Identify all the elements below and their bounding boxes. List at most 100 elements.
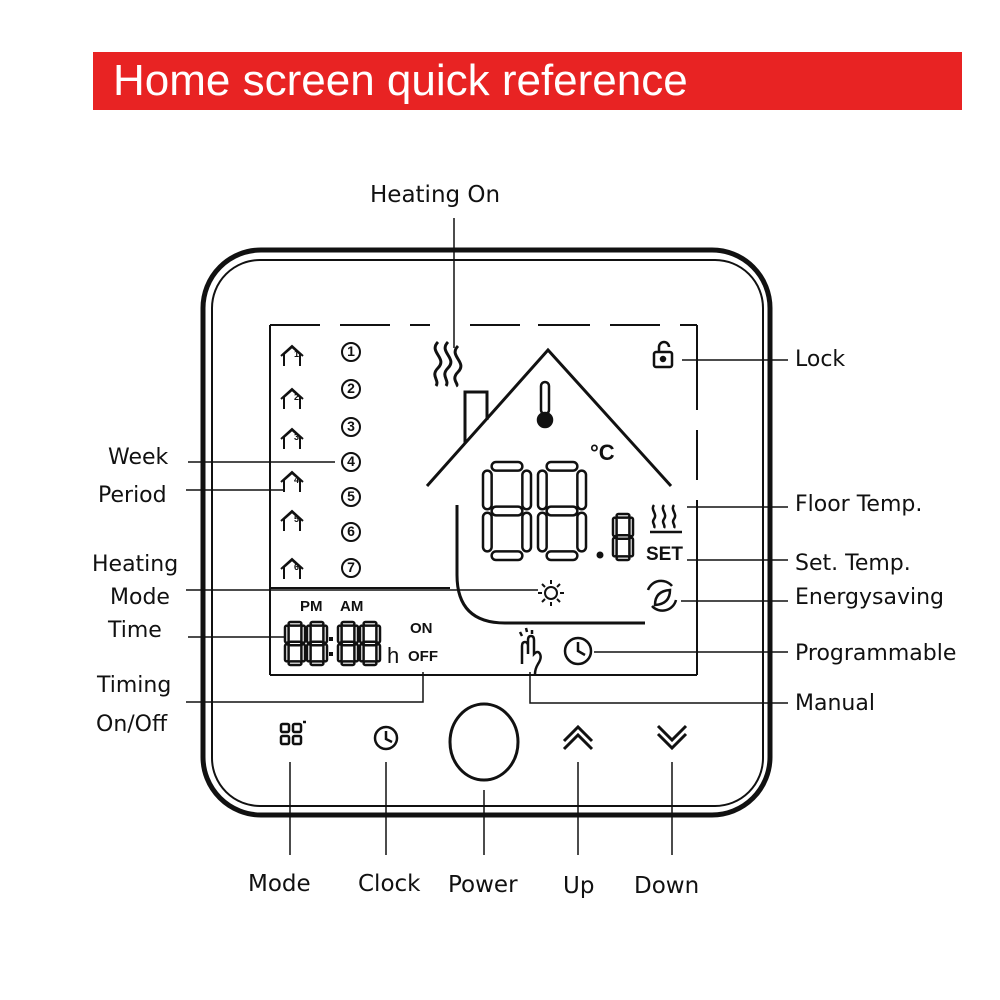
lcd-segment — [309, 640, 325, 647]
degree-c-label: °C — [590, 440, 615, 465]
thermostat-body — [200, 247, 773, 818]
lcd-segment — [536, 469, 548, 511]
day-circle — [341, 379, 361, 399]
lcd-segment — [300, 624, 307, 645]
lcd-segment — [576, 511, 588, 553]
leaf-icon — [646, 579, 678, 612]
day-number: 1 — [347, 343, 355, 359]
up-chevron-icon[interactable] — [562, 724, 594, 751]
pm-label: PM — [300, 598, 323, 615]
day-circles — [341, 342, 361, 578]
day-circle — [341, 342, 361, 362]
label-time: Time — [108, 618, 162, 643]
lcd-segment — [362, 660, 378, 667]
day-number: 4 — [347, 453, 355, 469]
lcd-segment — [611, 516, 618, 538]
label-heating: Heating — [92, 552, 179, 577]
label-up: Up — [563, 873, 595, 899]
label-clock: Clock — [358, 871, 421, 897]
label-timing: Timing — [97, 673, 172, 698]
page-title: Home screen quick reference — [113, 56, 688, 105]
lcd-segment — [362, 640, 378, 647]
label-energysaving: Energysaving — [795, 585, 945, 610]
period-house-icon — [280, 509, 304, 531]
lcd-segment — [481, 469, 493, 511]
mode-grid-icon[interactable] — [279, 720, 306, 746]
period-number: 4 — [294, 475, 300, 485]
time-colon — [329, 637, 333, 656]
title-banner: Home screen quick reference — [93, 52, 962, 110]
lcd-segment — [353, 624, 360, 645]
label-mode: Mode — [248, 871, 311, 897]
lcd-segment — [340, 660, 356, 667]
period-house-icon — [280, 557, 304, 579]
lcd-segment — [309, 620, 325, 627]
lcd-segment — [521, 511, 533, 553]
temperature-digits — [481, 460, 635, 562]
label-week: Week — [108, 445, 169, 470]
floor-heat-icon — [650, 504, 682, 534]
day-circle — [341, 417, 361, 437]
period-house-icon — [280, 470, 304, 492]
lcd-segment — [545, 505, 579, 517]
clock-icon — [563, 636, 593, 666]
day-number: 3 — [347, 418, 355, 434]
sun-icon — [538, 580, 564, 606]
thermometer-icon — [536, 380, 554, 429]
off-label: OFF — [408, 648, 438, 665]
lcd-segment — [375, 642, 382, 663]
lcd-segment — [576, 469, 588, 511]
down-chevron-icon[interactable] — [656, 724, 688, 751]
lcd-segment — [287, 620, 303, 627]
set-label: SET — [646, 544, 683, 565]
label-set-temp: Set. Temp. — [795, 551, 911, 576]
lcd-segment — [615, 512, 631, 519]
day-circle — [341, 452, 361, 472]
period-number: 2 — [294, 392, 300, 402]
lcd-segment — [375, 624, 382, 645]
house-outline — [425, 347, 673, 625]
period-house-icon — [280, 387, 304, 409]
lcd-segment — [322, 642, 329, 663]
lcd-segment — [287, 660, 303, 667]
label-heating-on: Heating On — [370, 182, 501, 208]
lcd-segment — [336, 624, 343, 645]
lcd-segment — [336, 642, 343, 663]
label-manual: Manual — [795, 691, 875, 716]
lcd-segment — [628, 536, 635, 558]
lcd-segment — [362, 620, 378, 627]
day-circle — [341, 522, 361, 542]
lcd-segment — [322, 624, 329, 645]
period-number: 6 — [294, 562, 300, 572]
lcd-segment — [521, 469, 533, 511]
clock-button[interactable] — [373, 725, 399, 751]
lcd-segment — [545, 550, 579, 562]
label-floor-temp: Floor Temp. — [795, 492, 923, 517]
label-lock: Lock — [795, 347, 846, 372]
period-house-icon — [280, 427, 304, 449]
lcd-segment — [305, 624, 312, 645]
label-period: Period — [98, 483, 167, 508]
lcd-segment — [287, 640, 303, 647]
lcd-segment — [615, 533, 631, 541]
lcd-segment — [283, 642, 290, 663]
time-digits — [283, 620, 382, 667]
lcd-segment — [628, 516, 635, 538]
lcd-segment — [358, 642, 365, 663]
lcd-segment — [611, 536, 618, 558]
lcd-segment — [536, 511, 548, 553]
label-programmable: Programmable — [795, 641, 957, 666]
callout-lines — [186, 218, 788, 855]
lcd-segment — [283, 624, 290, 645]
lcd-segment — [300, 642, 307, 663]
lcd-segment — [615, 555, 631, 562]
period-number: 3 — [294, 432, 300, 442]
lcd-segment — [340, 620, 356, 627]
power-button[interactable] — [448, 702, 520, 782]
label-mode-line: Mode — [110, 585, 170, 610]
waves-heat-icon — [433, 340, 463, 388]
label-on-off: On/Off — [96, 712, 168, 737]
period-house-icon — [280, 344, 304, 366]
period-icons — [280, 344, 304, 579]
